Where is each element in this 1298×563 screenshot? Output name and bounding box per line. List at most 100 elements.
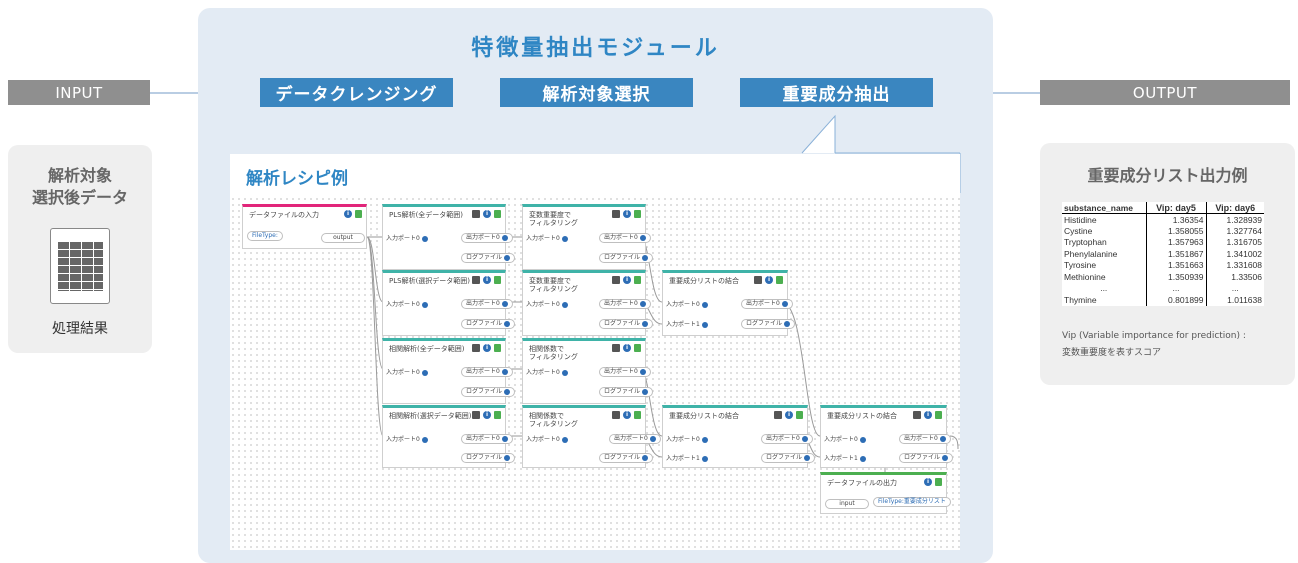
trash-icon[interactable] — [796, 411, 803, 419]
output-port-0[interactable]: 出力ポート0 — [599, 233, 651, 243]
node-data-output[interactable]: データファイルの出力 i input FileType:重要成分リスト — [820, 472, 951, 514]
pause-icon[interactable] — [472, 411, 480, 419]
port-dot-icon — [859, 455, 866, 462]
info-icon[interactable]: i — [623, 210, 631, 218]
output-port-0[interactable]: 出力ポート0 — [461, 299, 513, 309]
node-merge-3[interactable]: 重要成分リストの結合 i 入力ポート0 入力ポート1 出力ポート0 ログファイル — [820, 405, 954, 468]
log-file-port[interactable]: ログファイル — [899, 453, 954, 463]
output-port-0[interactable]: 出力ポート0 — [899, 434, 951, 444]
info-icon[interactable]: i — [924, 478, 932, 486]
output-port-0[interactable]: 出力ポート0 — [761, 434, 813, 444]
node-pls-selected[interactable]: PLS解析(選択データ範囲) i 入力ポート0 出力ポート0 ログファイル — [382, 270, 516, 336]
pause-icon[interactable] — [472, 344, 480, 352]
output-port-0[interactable]: 出力ポート0 — [599, 367, 651, 377]
info-icon[interactable]: i — [483, 276, 491, 284]
log-file-port[interactable]: ログファイル — [741, 319, 796, 329]
node-data-input[interactable]: データファイルの入力 i FileType: output — [242, 204, 367, 249]
log-file-port[interactable]: ログファイル — [599, 387, 654, 397]
output-port-0[interactable]: 出力ポート0 — [461, 367, 513, 377]
pause-icon[interactable] — [472, 210, 480, 218]
pause-icon[interactable] — [612, 344, 620, 352]
output-port-0[interactable]: 出力ポート0 — [609, 434, 661, 444]
pause-icon[interactable] — [774, 411, 782, 419]
output-port-0[interactable]: 出力ポート0 — [741, 299, 793, 309]
log-file-port[interactable]: ログファイル — [461, 253, 516, 263]
log-file-port[interactable]: ログファイル — [599, 453, 654, 463]
input-port[interactable]: input — [825, 499, 869, 509]
pause-icon[interactable] — [612, 411, 620, 419]
input-port-0[interactable]: 入力ポート0 — [386, 434, 428, 443]
pause-icon[interactable] — [612, 276, 620, 284]
input-port-0[interactable]: 入力ポート0 — [526, 233, 568, 242]
info-icon[interactable]: i — [765, 276, 773, 284]
input-port-0[interactable]: 入力ポート0 — [386, 299, 428, 308]
log-file-port[interactable]: ログファイル — [599, 253, 654, 263]
info-icon[interactable]: i — [483, 210, 491, 218]
log-file-port[interactable]: ログファイル — [461, 387, 516, 397]
input-port-1[interactable]: 入力ポート1 — [824, 453, 866, 462]
node-pls-all[interactable]: PLS解析(全データ範囲) i 入力ポート0 出力ポート0 ログファイル — [382, 204, 516, 270]
log-file-port[interactable]: ログファイル — [761, 453, 816, 463]
node-filter-corr[interactable]: 相関係数で フィルタリング i 入力ポート0 出力ポート0 ログファイル — [522, 338, 654, 404]
trash-icon[interactable] — [776, 276, 783, 284]
input-port-0[interactable]: 入力ポート0 — [666, 299, 708, 308]
log-file-port[interactable]: ログファイル — [461, 453, 516, 463]
info-icon[interactable]: i — [924, 411, 932, 419]
info-icon[interactable]: i — [344, 210, 352, 218]
info-icon[interactable]: i — [785, 411, 793, 419]
port-label: ログファイル — [604, 254, 641, 261]
output-port-0[interactable]: 出力ポート0 — [461, 233, 513, 243]
output-port-0[interactable]: 出力ポート0 — [461, 434, 513, 444]
info-icon[interactable]: i — [623, 276, 631, 284]
trash-icon[interactable] — [494, 344, 501, 352]
info-icon[interactable]: i — [483, 344, 491, 352]
node-merge-1[interactable]: 重要成分リストの結合 i 入力ポート0 入力ポート1 出力ポート0 ログファイル — [662, 270, 796, 336]
output-port[interactable]: output — [321, 233, 365, 243]
filetype-badge: FileType: — [247, 231, 283, 241]
trash-icon[interactable] — [494, 210, 501, 218]
info-icon[interactable]: i — [483, 411, 491, 419]
info-icon[interactable]: i — [623, 344, 631, 352]
input-port-0[interactable]: 入力ポート0 — [526, 299, 568, 308]
input-port-0[interactable]: 入力ポート0 — [824, 434, 866, 443]
info-icon[interactable]: i — [623, 411, 631, 419]
column-header: Vip: day6 — [1205, 202, 1264, 214]
pause-icon[interactable] — [472, 276, 480, 284]
trash-icon[interactable] — [494, 411, 501, 419]
trash-icon[interactable] — [634, 411, 641, 419]
input-port-0[interactable]: 入力ポート0 — [386, 233, 428, 242]
trash-icon[interactable] — [355, 210, 362, 218]
pause-icon[interactable] — [913, 411, 921, 419]
trash-icon[interactable] — [935, 478, 942, 486]
port-dot-icon — [504, 254, 511, 261]
input-port-1[interactable]: 入力ポート1 — [666, 453, 708, 462]
input-port-0[interactable]: 入力ポート0 — [386, 367, 428, 376]
node-filter-vip-2[interactable]: 変数重要度で フィルタリング i 入力ポート0 出力ポート0 ログファイル — [522, 270, 654, 336]
port-label: 出力ポート0 — [904, 435, 938, 442]
input-port-0[interactable]: 入力ポート0 — [526, 434, 568, 443]
result-table: substance_name Vip: day5 Vip: day6 Histi… — [1062, 202, 1264, 306]
node-merge-2[interactable]: 重要成分リストの結合 i 入力ポート0 入力ポート1 出力ポート0 ログファイル — [662, 405, 816, 468]
trash-icon[interactable] — [634, 344, 641, 352]
input-port-1[interactable]: 入力ポート1 — [666, 319, 708, 328]
input-port-0[interactable]: 入力ポート0 — [666, 434, 708, 443]
output-port-0[interactable]: 出力ポート0 — [599, 299, 651, 309]
input-port-0[interactable]: 入力ポート0 — [526, 367, 568, 376]
node-corr-all[interactable]: 相関解析(全データ範囲) i 入力ポート0 出力ポート0 ログファイル — [382, 338, 516, 404]
node-filter-corr-2[interactable]: 相関係数で フィルタリング i 入力ポート0 出力ポート0 ログファイル — [522, 405, 661, 468]
trash-icon[interactable] — [494, 276, 501, 284]
port-label: ログファイル — [466, 254, 503, 261]
cell: Tryptophan — [1064, 237, 1107, 248]
pause-icon[interactable] — [754, 276, 762, 284]
port-dot-icon — [642, 454, 649, 461]
log-file-port[interactable]: ログファイル — [461, 319, 516, 329]
pause-icon[interactable] — [612, 210, 620, 218]
node-filter-vip[interactable]: 変数重要度で フィルタリング i 入力ポート0 出力ポート0 ログファイル — [522, 204, 654, 270]
node-corr-selected[interactable]: 相関解析(選択データ範囲) i 入力ポート0 出力ポート0 ログファイル — [382, 405, 516, 468]
port-dot-icon — [504, 454, 511, 461]
trash-icon[interactable] — [634, 276, 641, 284]
trash-icon[interactable] — [935, 411, 942, 419]
log-file-port[interactable]: ログファイル — [599, 319, 654, 329]
trash-icon[interactable] — [634, 210, 641, 218]
node-title: 変数重要度で フィルタリング — [529, 211, 578, 227]
